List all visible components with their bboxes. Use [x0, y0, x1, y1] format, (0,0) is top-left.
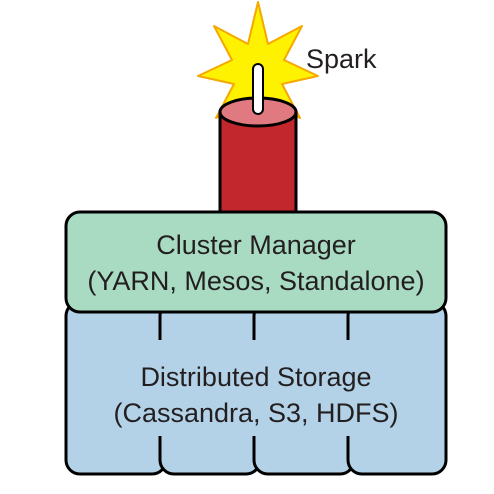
candle-wick	[252, 63, 264, 115]
distributed-storage-block: Distributed Storage (Cassandra, S3, HDFS…	[64, 300, 448, 476]
cluster-manager-subtitle: (YARN, Mesos, Standalone)	[87, 266, 424, 296]
spark-label: Spark	[306, 44, 377, 74]
cluster-manager-title: Cluster Manager	[156, 230, 356, 260]
distributed-storage-title: Distributed Storage	[140, 362, 371, 392]
distributed-storage-inner-fill	[68, 340, 444, 436]
distributed-storage-subtitle: (Cassandra, S3, HDFS)	[113, 398, 398, 428]
spark-candle	[218, 63, 298, 220]
cluster-manager-block: Cluster Manager (YARN, Mesos, Standalone…	[64, 210, 448, 314]
cluster-manager-box	[64, 210, 448, 314]
candle-body	[218, 110, 298, 220]
